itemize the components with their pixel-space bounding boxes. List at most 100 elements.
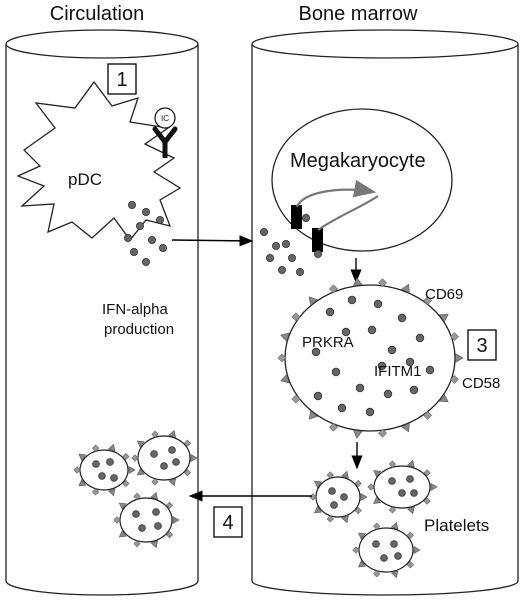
ifn-alpha-dot <box>168 446 176 454</box>
cd58-marker <box>450 332 459 342</box>
cd69-marker <box>118 530 127 538</box>
cd58-marker <box>423 497 431 505</box>
ifn-alpha-dot <box>397 313 407 323</box>
cd69-marker <box>439 313 449 323</box>
cd69-marker <box>150 491 158 500</box>
ifn-alpha-dot <box>172 458 180 466</box>
ifn-alpha-dot <box>387 345 397 355</box>
ifn-alpha-dot <box>388 477 396 485</box>
cd69-marker <box>353 277 363 287</box>
bone-marrow-title: Bone marrow <box>299 3 418 25</box>
cd58-marker <box>73 466 81 474</box>
ifn-alpha-dot <box>155 215 164 224</box>
step-3-label: 3 <box>476 335 487 357</box>
cd58-marker <box>92 488 100 496</box>
cd58-marker <box>352 546 360 554</box>
ifn-alpha-dot <box>409 385 419 395</box>
ifn-alpha-dot <box>135 221 144 230</box>
cd69-marker <box>314 505 322 514</box>
cd69-marker <box>455 353 464 363</box>
platelets-label: Platelets <box>424 516 489 535</box>
cd69-marker <box>107 443 116 452</box>
ifn-alpha-dot <box>129 247 138 256</box>
cd58-marker <box>151 430 159 438</box>
receptor-icon: IC <box>152 107 178 158</box>
cd69-marker <box>136 468 145 476</box>
ifn-alpha-dot <box>154 522 162 530</box>
cd69-marker <box>341 515 349 524</box>
step-4-box: 4 <box>213 506 243 538</box>
ifn-alpha-dot <box>106 458 114 466</box>
ifn-alpha-dot <box>341 327 351 337</box>
ifitm1-label: IFITM1 <box>374 363 422 380</box>
ifn-alpha-dot <box>410 489 418 497</box>
cd58-marker <box>423 411 433 420</box>
cd69-marker <box>401 422 410 433</box>
cd58-marker <box>354 479 362 488</box>
cd58-marker <box>165 531 174 539</box>
circulation-title: Circulation <box>50 3 144 25</box>
cd58-marker <box>92 444 100 452</box>
ifn-alpha-dot <box>141 207 150 216</box>
ifn-alpha-dot <box>265 253 274 262</box>
arrow-to-marrow <box>171 235 254 247</box>
production-label: production <box>104 321 174 338</box>
ifn-alpha-dot <box>259 227 268 236</box>
activated-cell-markers <box>277 277 464 439</box>
signal-arrow <box>295 179 377 208</box>
ifn-alpha-dot <box>398 489 406 497</box>
cd69-marker <box>390 570 399 579</box>
ifn-alpha-dot <box>331 367 341 377</box>
ifn-alpha-dot <box>281 239 290 248</box>
cd69-marker <box>430 482 438 492</box>
platelets <box>73 429 438 579</box>
platelet <box>315 476 361 518</box>
cd58-marker <box>388 460 397 468</box>
pdc-label: pDC <box>68 170 102 189</box>
cd69-marker <box>107 488 116 497</box>
platelet <box>373 465 431 509</box>
cd58-marker <box>329 284 338 294</box>
cd58-marker <box>423 469 431 477</box>
cd69-marker <box>308 296 318 306</box>
cd58-marker <box>291 312 301 322</box>
ifn-alpha-dot <box>295 267 304 276</box>
ifn-alpha-dot <box>377 361 387 371</box>
ifn-alpha-dot <box>390 540 398 548</box>
cd69-marker <box>358 560 366 568</box>
cd58-marker <box>122 452 130 461</box>
cd69-marker <box>190 453 198 463</box>
ifn-alpha-dot <box>383 389 393 399</box>
cd58-marker <box>329 422 338 432</box>
ifn-alpha-dot <box>110 474 118 482</box>
cd69-marker <box>128 465 136 475</box>
cd58-marker <box>406 561 414 569</box>
ifn-alpha-dot <box>415 333 425 343</box>
cd58-marker <box>388 506 397 514</box>
cd58-marker <box>131 454 139 462</box>
ifn-alpha-dot <box>150 450 158 458</box>
ifn-alpha-dot <box>406 475 414 483</box>
prkra-label: PRKRA <box>302 334 354 351</box>
cd69-marker <box>280 374 290 384</box>
cd58-marker <box>326 515 334 523</box>
ifn-alpha-dot <box>367 325 377 335</box>
ifn-alpha-dot <box>158 243 167 252</box>
ifn-alpha-dot <box>325 307 335 317</box>
ifn-alpha-dot <box>394 552 402 560</box>
ifn-alpha-dot <box>287 253 296 262</box>
ifn-alpha-dot <box>147 235 156 244</box>
ifn-alpha-dot <box>380 554 388 562</box>
cd58-marker <box>122 479 130 488</box>
cd69-marker <box>401 283 410 294</box>
cd58-marker <box>151 478 159 486</box>
ifn-alpha-dot <box>405 357 415 367</box>
cd69-marker <box>314 480 322 489</box>
cd69-marker <box>360 492 368 502</box>
platelet <box>79 449 129 491</box>
ifn-alpha-dot <box>313 249 322 258</box>
cd69-marker <box>373 470 382 478</box>
step-3-box: 3 <box>467 329 497 361</box>
cd58-marker <box>113 516 121 524</box>
